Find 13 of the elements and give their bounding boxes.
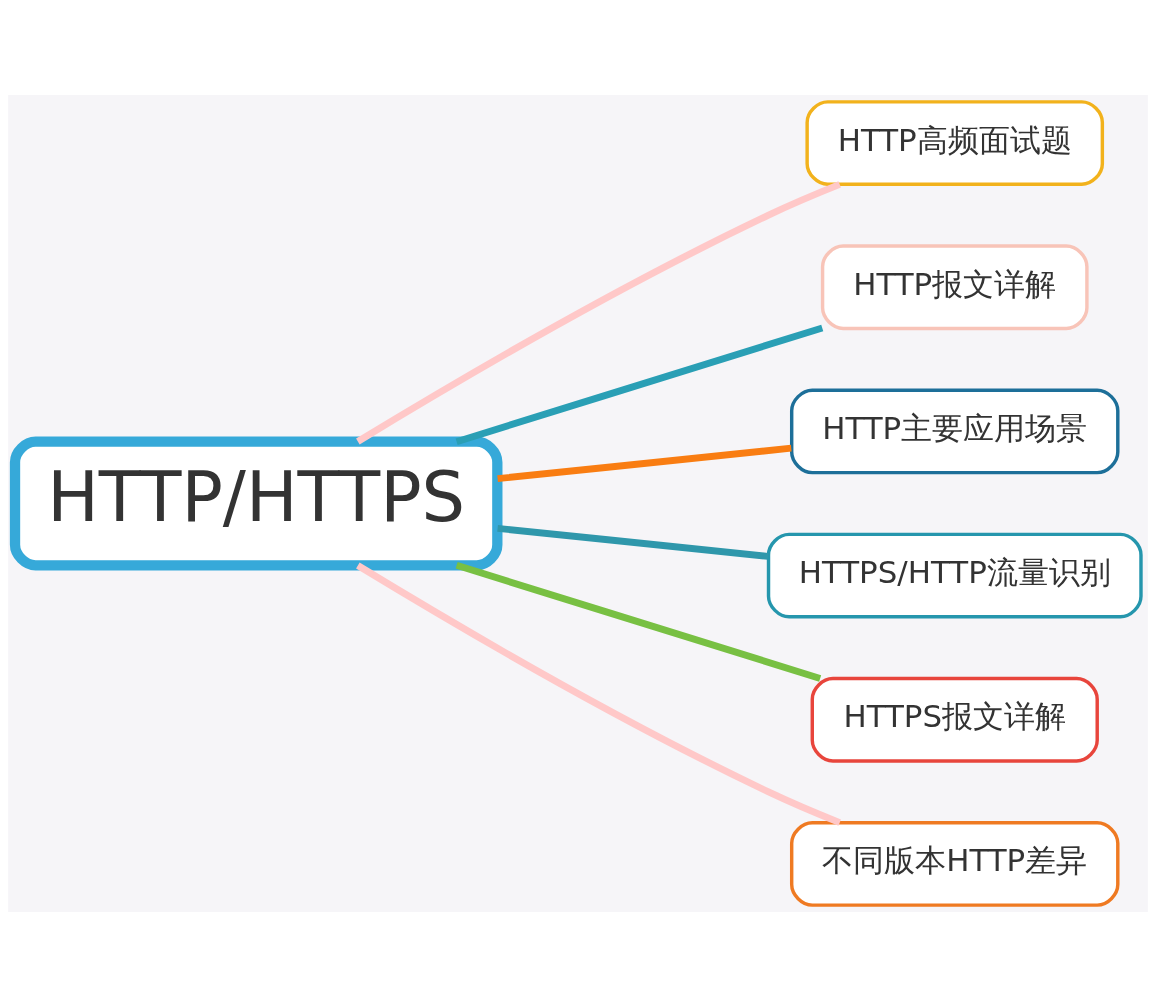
node-box: HTTP主要应用场景 — [789, 388, 1120, 474]
node-box: HTTP高频面试题 — [805, 99, 1105, 186]
node-box: HTTP报文详解 — [820, 243, 1089, 330]
connector — [497, 444, 792, 482]
node-box: HTTPS/HTTP流量识别 — [766, 532, 1143, 618]
node-box: HTTPS报文详解 — [810, 676, 1099, 763]
connector — [356, 180, 841, 444]
connector — [455, 561, 822, 682]
node-box: HTTP/HTTPS — [9, 436, 503, 570]
node-box: 不同版本HTTP差异 — [789, 820, 1120, 907]
connector — [497, 524, 769, 560]
connector — [356, 562, 841, 826]
connector — [455, 324, 824, 445]
